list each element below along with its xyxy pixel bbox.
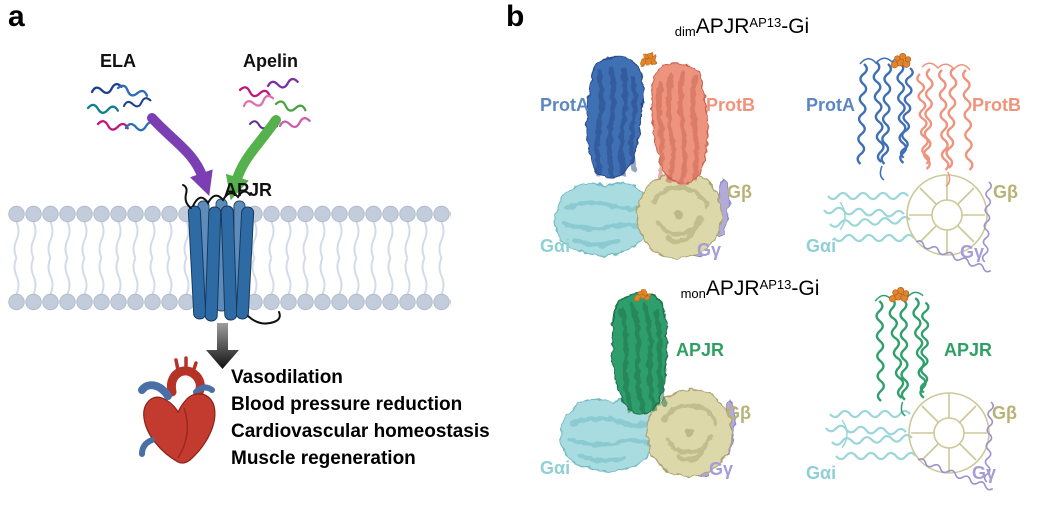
- protb-label-dimer-ribbon: ProtB: [972, 95, 1021, 115]
- purple-activation-arrow: [147, 113, 213, 196]
- dimer-density-map: [554, 51, 729, 259]
- prota-label-dimer-ribbon: ProtA: [806, 95, 855, 115]
- effect-item: Blood pressure reduction: [231, 394, 463, 415]
- panel-a-letter: a: [8, 0, 25, 33]
- dimer-title-suffix: -Gi: [781, 15, 810, 38]
- ggamma-label-monomer-ribbon: Gγ: [972, 463, 997, 483]
- monomer-structure-title: monAPJRAP13-Gi: [645, 278, 855, 300]
- dimer-title-prefix: dim: [674, 23, 696, 39]
- apjr-receptor-label: APJR: [224, 180, 273, 200]
- gbeta-label-dimer-map: Gβ: [727, 182, 752, 202]
- green-activation-arrow: [225, 115, 281, 201]
- apelin-label: Apelin: [243, 51, 299, 71]
- monomer-title-suffix: -Gi: [791, 277, 820, 300]
- effect-item: Vasodilation: [231, 367, 343, 388]
- gbeta-label-dimer-ribbon: Gβ: [993, 182, 1018, 202]
- downstream-effects-list: Vasodilation Blood pressure reduction Ca…: [231, 364, 490, 472]
- panel-b-letter: b: [506, 0, 525, 33]
- galphai-label-dimer-map: Gαi: [540, 236, 571, 256]
- ggamma-label-dimer-map: Gγ: [697, 240, 722, 260]
- monomer-title-sup: AP13: [759, 277, 792, 293]
- dimer-title-sup: AP13: [749, 15, 782, 31]
- apjr-receptor-illustration: [182, 184, 281, 325]
- effect-item: Cardiovascular homeostasis: [231, 421, 490, 442]
- prota-label-dimer-map: ProtA: [540, 95, 589, 115]
- monomer-density-map: [560, 288, 735, 479]
- signal-down-arrow: [206, 323, 239, 369]
- dimer-structure-title: dimAPJRAP13-Gi: [642, 16, 842, 38]
- protb-label-dimer-map: ProtB: [706, 95, 755, 115]
- ggamma-label-dimer-ribbon: Gγ: [960, 242, 985, 262]
- apjr-label-monomer-map: APJR: [676, 340, 725, 360]
- monomer-ribbon-model: [826, 286, 995, 491]
- dimer-title-base: APJR: [695, 15, 750, 38]
- ela-label: ELA: [100, 51, 136, 71]
- galphai-label-monomer-ribbon: Gαi: [806, 463, 837, 483]
- galphai-label-monomer-map: Gαi: [540, 458, 571, 478]
- apjr-label-monomer-ribbon: APJR: [944, 340, 993, 360]
- ggamma-label-monomer-map: Gγ: [709, 459, 734, 479]
- monomer-title-prefix: mon: [680, 285, 706, 301]
- dimer-ribbon-model: [824, 53, 993, 273]
- ela-peptides: [86, 82, 158, 133]
- monomer-title-base: APJR: [705, 277, 760, 300]
- gbeta-label-monomer-ribbon: Gβ: [992, 403, 1017, 423]
- gbeta-label-monomer-map: Gβ: [726, 403, 751, 423]
- heart-illustration: [138, 356, 216, 464]
- effect-item: Muscle regeneration: [231, 448, 416, 469]
- galphai-label-dimer-ribbon: Gαi: [806, 236, 837, 256]
